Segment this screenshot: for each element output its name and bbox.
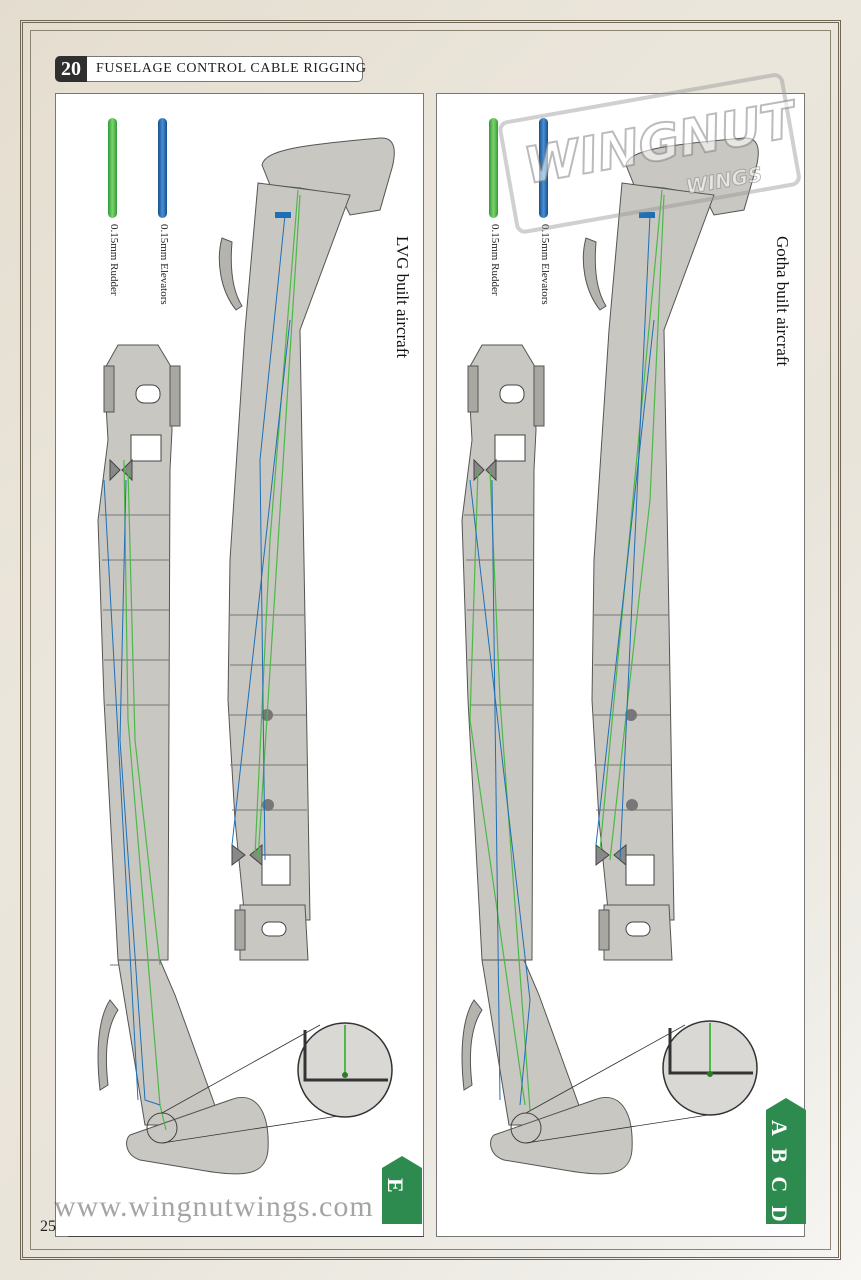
lvg-elevators-legend-label: 0.15mm Elevators (158, 224, 170, 305)
page-number: 25 (40, 1218, 56, 1235)
lvg-legend (108, 118, 167, 218)
elevator-cable-swatch (539, 118, 548, 218)
lvg-rudder-legend-label: 0.15mm Rudder (108, 224, 120, 296)
gotha-fuselage-side-view (582, 137, 759, 961)
gotha-rudder-legend-label: 0.15mm Rudder (489, 224, 501, 296)
step-number: 20 (55, 56, 87, 82)
gotha-detail-magnifier (662, 1020, 758, 1116)
footer-rule (68, 1236, 424, 1237)
lvg-detail-magnifier (297, 1022, 393, 1118)
gotha-fuselage-top-view (461, 344, 709, 1175)
lvg-fuselage-side-view (218, 137, 395, 961)
step-header (55, 56, 363, 82)
lvg-version-tag-label: E (383, 1178, 408, 1197)
gotha-panel-title: Gotha built aircraft (773, 236, 792, 367)
gotha-legend (489, 118, 548, 218)
rudder-cable-swatch (489, 118, 498, 218)
gotha-version-tag: A B C D (766, 1098, 806, 1224)
decorative-frame (20, 20, 841, 1260)
website-url: www.wingnutwings.com (54, 1190, 374, 1223)
lvg-panel-title: LVG built aircraft (393, 236, 412, 359)
step-title: FUSELAGE CONTROL CABLE RIGGING (96, 61, 367, 76)
lvg-fuselage-top-view (97, 344, 346, 1175)
lvg-version-tag: E (382, 1156, 422, 1224)
elevator-cable-swatch (158, 118, 167, 218)
gotha-version-tag-label: A B C D (767, 1120, 792, 1226)
rudder-cable-swatch (108, 118, 117, 218)
decorative-frame-inner (30, 30, 831, 1250)
